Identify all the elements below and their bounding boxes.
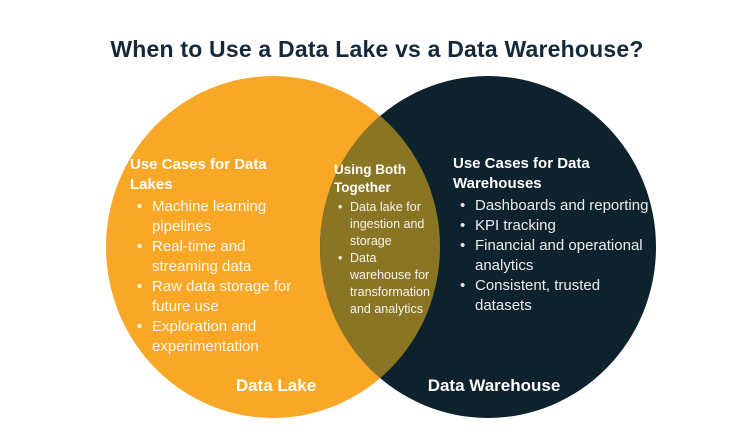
list-item: Data warehouse for transformation and an…: [334, 250, 431, 318]
overlap-section-heading: Using Both Together: [334, 162, 406, 195]
warehouse-bullet-list: Dashboards and reporting KPI tracking Fi…: [453, 196, 650, 316]
page-title: When to Use a Data Lake vs a Data Wareho…: [110, 36, 644, 62]
lake-circle-label: Data Lake: [235, 376, 317, 395]
lake-use-cases-section: Use Cases for Data Lakes Machine learnin…: [130, 155, 310, 357]
list-item: KPI tracking: [453, 216, 650, 236]
warehouse-section-heading: Use Cases for Data Warehouses: [453, 155, 590, 192]
overlap-use-cases-section: Using Both Together Data lake for ingest…: [334, 161, 431, 318]
list-item: Real-time and streaming data: [130, 237, 310, 277]
list-item: Machine learning pipelines: [130, 197, 310, 237]
lake-bullet-list: Machine learning pipelines Real-time and…: [130, 197, 310, 357]
warehouse-circle-label: Data Warehouse: [427, 376, 561, 395]
lake-section-heading: Use Cases for Data Lakes: [130, 156, 267, 193]
list-item: Dashboards and reporting: [453, 196, 650, 216]
warehouse-use-cases-section: Use Cases for Data Warehouses Dashboards…: [453, 154, 650, 316]
overlap-region: [320, 76, 440, 418]
list-item: Consistent, trusted datasets: [453, 276, 650, 316]
overlap-bullet-list: Data lake for ingestion and storage Data…: [334, 199, 431, 318]
list-item: Data lake for ingestion and storage: [334, 199, 431, 250]
list-item: Financial and operational analytics: [453, 236, 650, 276]
list-item: Exploration and experimentation: [130, 317, 310, 357]
list-item: Raw data storage for future use: [130, 277, 310, 317]
